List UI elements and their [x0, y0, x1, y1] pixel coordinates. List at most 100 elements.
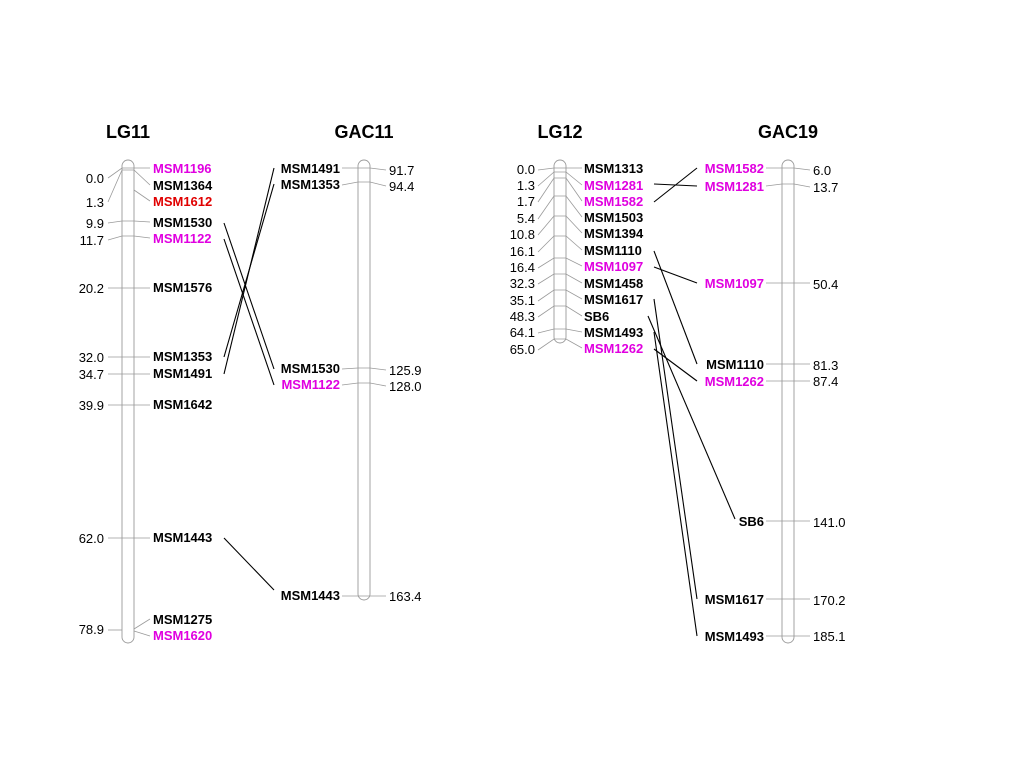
lg11-marker: MSM1620 — [153, 628, 212, 643]
gac19-position: 185.1 — [813, 629, 846, 644]
lg11-position: 11.7 — [80, 233, 104, 248]
gac11-position: 163.4 — [389, 589, 422, 604]
link-msm1443 — [223, 537, 275, 591]
gac19-marker: SB6 — [739, 514, 764, 529]
lg12-position: 48.3 — [510, 309, 535, 324]
lg11-positions: 0.0 1.3 9.9 11.7 20.2 32.0 34.7 39.9 62.… — [79, 171, 104, 637]
lg11-marker: MSM1275 — [153, 612, 212, 627]
lg12-position: 32.3 — [510, 276, 535, 291]
gac11-marker: MSM1443 — [281, 588, 340, 603]
gac11-chromosome — [357, 159, 371, 601]
lg11-position: 78.9 — [79, 622, 104, 637]
lg11-position: 39.9 — [79, 398, 104, 413]
gac19-marker: MSM1097 — [705, 276, 764, 291]
gac19-marker: MSM1262 — [705, 374, 764, 389]
lg12-marker: MSM1313 — [584, 161, 643, 176]
lg11-position: 34.7 — [79, 367, 104, 382]
gac19-marker: MSM1493 — [705, 629, 764, 644]
gac11-position: 94.4 — [389, 179, 414, 194]
lg11-marker: MSM1353 — [153, 349, 212, 364]
gac19-marker: MSM1281 — [705, 179, 764, 194]
lg11-marker: MSM1443 — [153, 530, 212, 545]
lg11-marker: MSM1196 — [153, 161, 212, 176]
lg11-chromosome — [121, 159, 135, 644]
lg11-gac11-links — [223, 167, 275, 591]
lg12-position: 10.8 — [510, 227, 535, 242]
gac11-marker: MSM1530 — [281, 361, 340, 376]
gac19-position: 141.0 — [813, 515, 846, 530]
lg12-marker: SB6 — [584, 309, 609, 324]
gac19-position: 87.4 — [813, 374, 838, 389]
gac19-position: 13.7 — [813, 180, 838, 195]
lg12-position: 5.4 — [517, 211, 535, 226]
lg11-position: 0.0 — [86, 171, 104, 186]
gac19-position: 50.4 — [813, 277, 838, 292]
lg11-position: 20.2 — [79, 281, 104, 296]
gac11-marker: MSM1122 — [281, 377, 340, 392]
lg12-position: 0.0 — [517, 162, 535, 177]
lg11-title: LG11 — [106, 122, 150, 142]
lg12-positions: 0.0 1.3 1.7 5.4 10.8 16.1 16.4 32.3 35.1… — [510, 162, 535, 357]
lg12-position: 16.1 — [510, 244, 535, 259]
gac11-marker: MSM1353 — [281, 177, 340, 192]
lg12-position: 64.1 — [510, 325, 535, 340]
gac11-title: GAC11 — [334, 122, 393, 142]
lg12-chromosome — [553, 159, 567, 344]
lg12-marker: MSM1110 — [584, 243, 642, 258]
lg12-marker: MSM1503 — [584, 210, 643, 225]
gac19-marker: MSM1110 — [706, 357, 764, 372]
link-msm1617 — [653, 298, 698, 600]
link-msm1097 — [653, 266, 698, 284]
lg12-position: 16.4 — [510, 260, 535, 275]
lg12-marker: MSM1458 — [584, 276, 643, 291]
lg11-marker: MSM1642 — [153, 397, 212, 412]
gac19-markers: MSM1582 MSM1281 MSM1097 MSM1110 MSM1262 … — [705, 161, 764, 644]
lg11-marker: MSM1364 — [153, 178, 213, 193]
gac19-ticks — [765, 167, 811, 637]
link-msm1530 — [223, 222, 275, 370]
lg11-marker: MSM1612 — [153, 194, 212, 209]
lg12-marker: MSM1582 — [584, 194, 643, 209]
link-sb6 — [647, 315, 736, 520]
gac11-position: 125.9 — [389, 363, 422, 378]
lg12-position: 65.0 — [510, 342, 535, 357]
gac19-position: 6.0 — [813, 163, 831, 178]
gac11-ticks — [341, 167, 387, 597]
lg12-ticks — [537, 167, 583, 351]
lg12-marker: MSM1097 — [584, 259, 643, 274]
gac19-title: GAC19 — [758, 122, 818, 142]
lg11-markers: MSM1196 MSM1364 MSM1612 MSM1530 MSM1122 … — [153, 161, 213, 643]
gac19-position: 81.3 — [813, 358, 838, 373]
lg12-markers: MSM1313 MSM1281 MSM1582 MSM1503 MSM1394 … — [584, 161, 644, 356]
gac19-positions: 6.0 13.7 50.4 81.3 87.4 141.0 170.2 185.… — [813, 163, 846, 644]
lg11-marker: MSM1576 — [153, 280, 212, 295]
lg11-marker: MSM1122 — [153, 231, 212, 246]
link-msm1262 — [653, 348, 698, 382]
lg12-marker: MSM1281 — [584, 178, 643, 193]
link-msm1491 — [223, 167, 275, 375]
link-msm1493 — [653, 331, 698, 637]
gac19-marker: MSM1582 — [705, 161, 764, 176]
lg12-gac19-links — [647, 167, 736, 637]
lg12-marker: MSM1617 — [584, 292, 643, 307]
lg12-marker: MSM1262 — [584, 341, 643, 356]
link-msm1582 — [653, 167, 698, 203]
gac19-chromosome — [781, 159, 795, 644]
lg11-position: 32.0 — [79, 350, 104, 365]
lg11-position: 1.3 — [86, 195, 104, 210]
gac19-position: 170.2 — [813, 593, 846, 608]
link-msm1122 — [223, 238, 275, 386]
lg12-title: LG12 — [537, 122, 582, 142]
gac11-positions: 91.7 94.4 125.9 128.0 163.4 — [389, 163, 422, 604]
gac11-position: 128.0 — [389, 379, 422, 394]
lg11-marker: MSM1491 — [153, 366, 212, 381]
gac19-marker: MSM1617 — [705, 592, 764, 607]
lg11-position: 9.9 — [86, 216, 104, 231]
lg12-marker: MSM1493 — [584, 325, 643, 340]
gac11-marker: MSM1491 — [281, 161, 340, 176]
lg12-position: 1.7 — [517, 194, 535, 209]
lg11-ticks — [107, 167, 151, 637]
lg12-marker: MSM1394 — [584, 226, 644, 241]
